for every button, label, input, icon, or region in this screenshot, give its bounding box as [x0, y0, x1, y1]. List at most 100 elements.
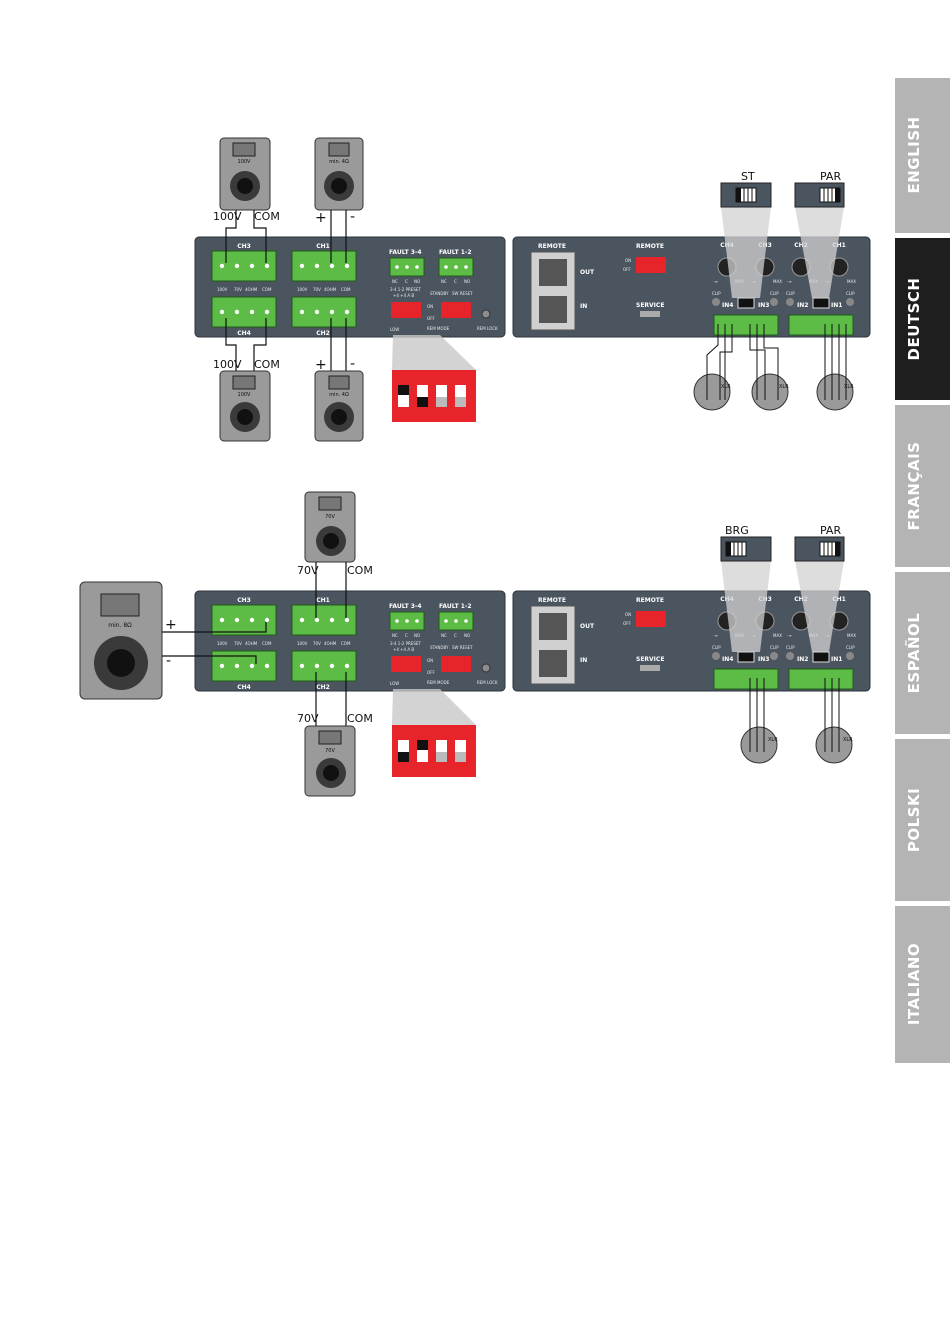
label-in1: IN1	[831, 302, 842, 309]
tab-espanol-label: ESPAÑOL	[904, 613, 923, 694]
rj45-in-port[interactable]	[539, 296, 567, 323]
terminal-label: 4OHM	[245, 287, 258, 292]
terminal-screw	[219, 309, 225, 315]
tab-francais-label: FRANÇAIS	[905, 442, 923, 531]
terminal-screw	[234, 617, 240, 623]
label-sw-reset: SW RESET	[452, 645, 473, 650]
clip-led	[712, 298, 720, 306]
terminal-screw	[454, 265, 458, 269]
remote-dip-switch[interactable]	[636, 611, 666, 627]
speaker-70v-bottom: 70V	[304, 725, 356, 797]
relay-label: NO	[464, 279, 470, 284]
label-sw-reset: SW RESET	[452, 291, 473, 296]
terminal-label: COM	[341, 287, 351, 292]
dip-sub: +4 +4 A B	[393, 647, 414, 652]
label-off: OFF	[427, 670, 435, 675]
terminal-label: COM	[341, 641, 351, 646]
tab-deutsch[interactable]: DEUTSCH	[895, 238, 950, 400]
terminal-screw	[405, 619, 409, 623]
terminal-screw	[249, 309, 255, 315]
label-ch4: CH4	[237, 684, 251, 691]
terminal-label: 100V	[297, 641, 308, 646]
clip-label: CLIP	[786, 291, 795, 296]
dip-switch-front[interactable]	[391, 302, 421, 318]
relay-label: C	[405, 633, 408, 638]
wire-label: 70V	[297, 564, 319, 577]
label-rem-mode: REM MODE	[427, 680, 450, 685]
clip-led	[846, 298, 854, 306]
dip-switch-mode[interactable]	[441, 656, 471, 672]
speaker-8ohm: min. 8Ω	[79, 581, 163, 700]
service-port[interactable]	[640, 665, 660, 671]
label-in2: IN2	[797, 656, 808, 663]
speaker-rating: 100V	[238, 159, 252, 165]
label-in3: IN3	[758, 302, 769, 309]
mode-switch-34[interactable]	[737, 651, 755, 663]
label-off: OFF	[427, 316, 435, 321]
service-port[interactable]	[640, 311, 660, 317]
mode-switch-12[interactable]	[812, 297, 830, 309]
label-remote-dip: REMOTE	[636, 597, 664, 604]
terminal-label: 70V	[313, 287, 321, 292]
tab-english-label: ENGLISH	[905, 116, 923, 193]
rj45-out-port[interactable]	[539, 613, 567, 640]
dip-switch-front[interactable]	[391, 656, 421, 672]
wire-label: COM	[347, 712, 373, 725]
dip-zoom-cone	[392, 335, 476, 370]
tab-italiano[interactable]: ITALIANO	[895, 906, 950, 1063]
clip-led	[786, 298, 794, 306]
switch-st-zoom	[720, 182, 772, 208]
terminal-label: 100V	[217, 641, 228, 646]
rj45-in-port[interactable]	[539, 650, 567, 677]
tab-francais[interactable]: FRANÇAIS	[895, 405, 950, 567]
tab-english[interactable]: ENGLISH	[895, 78, 950, 233]
terminal-screw	[344, 617, 350, 623]
switch-label-brg: BRG	[725, 524, 749, 537]
switch-label-par: PAR	[820, 524, 841, 537]
terminal-screw	[234, 309, 240, 315]
xlr-connector-in3: XLR	[751, 373, 789, 411]
clip-label: CLIP	[770, 291, 779, 296]
label-on: ON	[625, 612, 631, 617]
label-ch3: CH3	[237, 243, 251, 250]
label-in: IN	[580, 303, 587, 310]
mode-switch-34[interactable]	[737, 297, 755, 309]
switch-zoom-cone	[795, 561, 844, 652]
remote-dip-switch[interactable]	[636, 257, 666, 273]
tab-polski[interactable]: POLSKI	[895, 739, 950, 901]
terminal-screw	[234, 663, 240, 669]
tab-deutsch-label: DEUTSCH	[905, 278, 923, 361]
switch-label-st: ST	[741, 170, 755, 183]
terminal-screw	[405, 265, 409, 269]
label-standby: STANDBY	[430, 645, 449, 650]
label-ch4: CH4	[237, 330, 251, 337]
dip-switch-mode[interactable]	[441, 302, 471, 318]
label-fault-3-4: FAULT 3-4	[389, 249, 422, 256]
label-ch2: CH2	[794, 242, 808, 249]
knob-min: -∞	[713, 279, 718, 284]
rj45-out-port[interactable]	[539, 259, 567, 286]
tab-espanol[interactable]: ESPAÑOL	[895, 572, 950, 734]
clip-label: CLIP	[712, 645, 721, 650]
figure-1-stereo-parallel: 100V 100V COM min. 4Ω + - CH3 CH1 100V	[194, 137, 871, 442]
xlr-label: XLR	[844, 384, 854, 390]
xlr-wires	[706, 324, 847, 400]
label-standby: STANDBY	[430, 291, 449, 296]
label-ch2: CH2	[794, 596, 808, 603]
figure-2-bridge-parallel: min. 8Ω + - 70V 70V COM CH3 CH1 100V 70V	[79, 491, 871, 797]
clip-led	[770, 298, 778, 306]
label-ch2: CH2	[316, 684, 330, 691]
speaker-rating: 70V	[325, 514, 335, 520]
terminal-screw	[344, 663, 350, 669]
knob-max: MAX	[773, 633, 782, 638]
dip-sub: +4 +4 A B	[393, 293, 414, 298]
speaker-rating: 70V	[325, 748, 335, 754]
terminal-screw	[444, 265, 448, 269]
switch-par-zoom	[794, 536, 845, 562]
mode-switch-12[interactable]	[812, 651, 830, 663]
xlr-label: XLR	[768, 737, 778, 743]
switch-zoom-cone	[721, 207, 771, 298]
terminal-label: COM	[262, 641, 272, 646]
terminal-screw	[415, 619, 419, 623]
label-remote: REMOTE	[538, 597, 566, 604]
